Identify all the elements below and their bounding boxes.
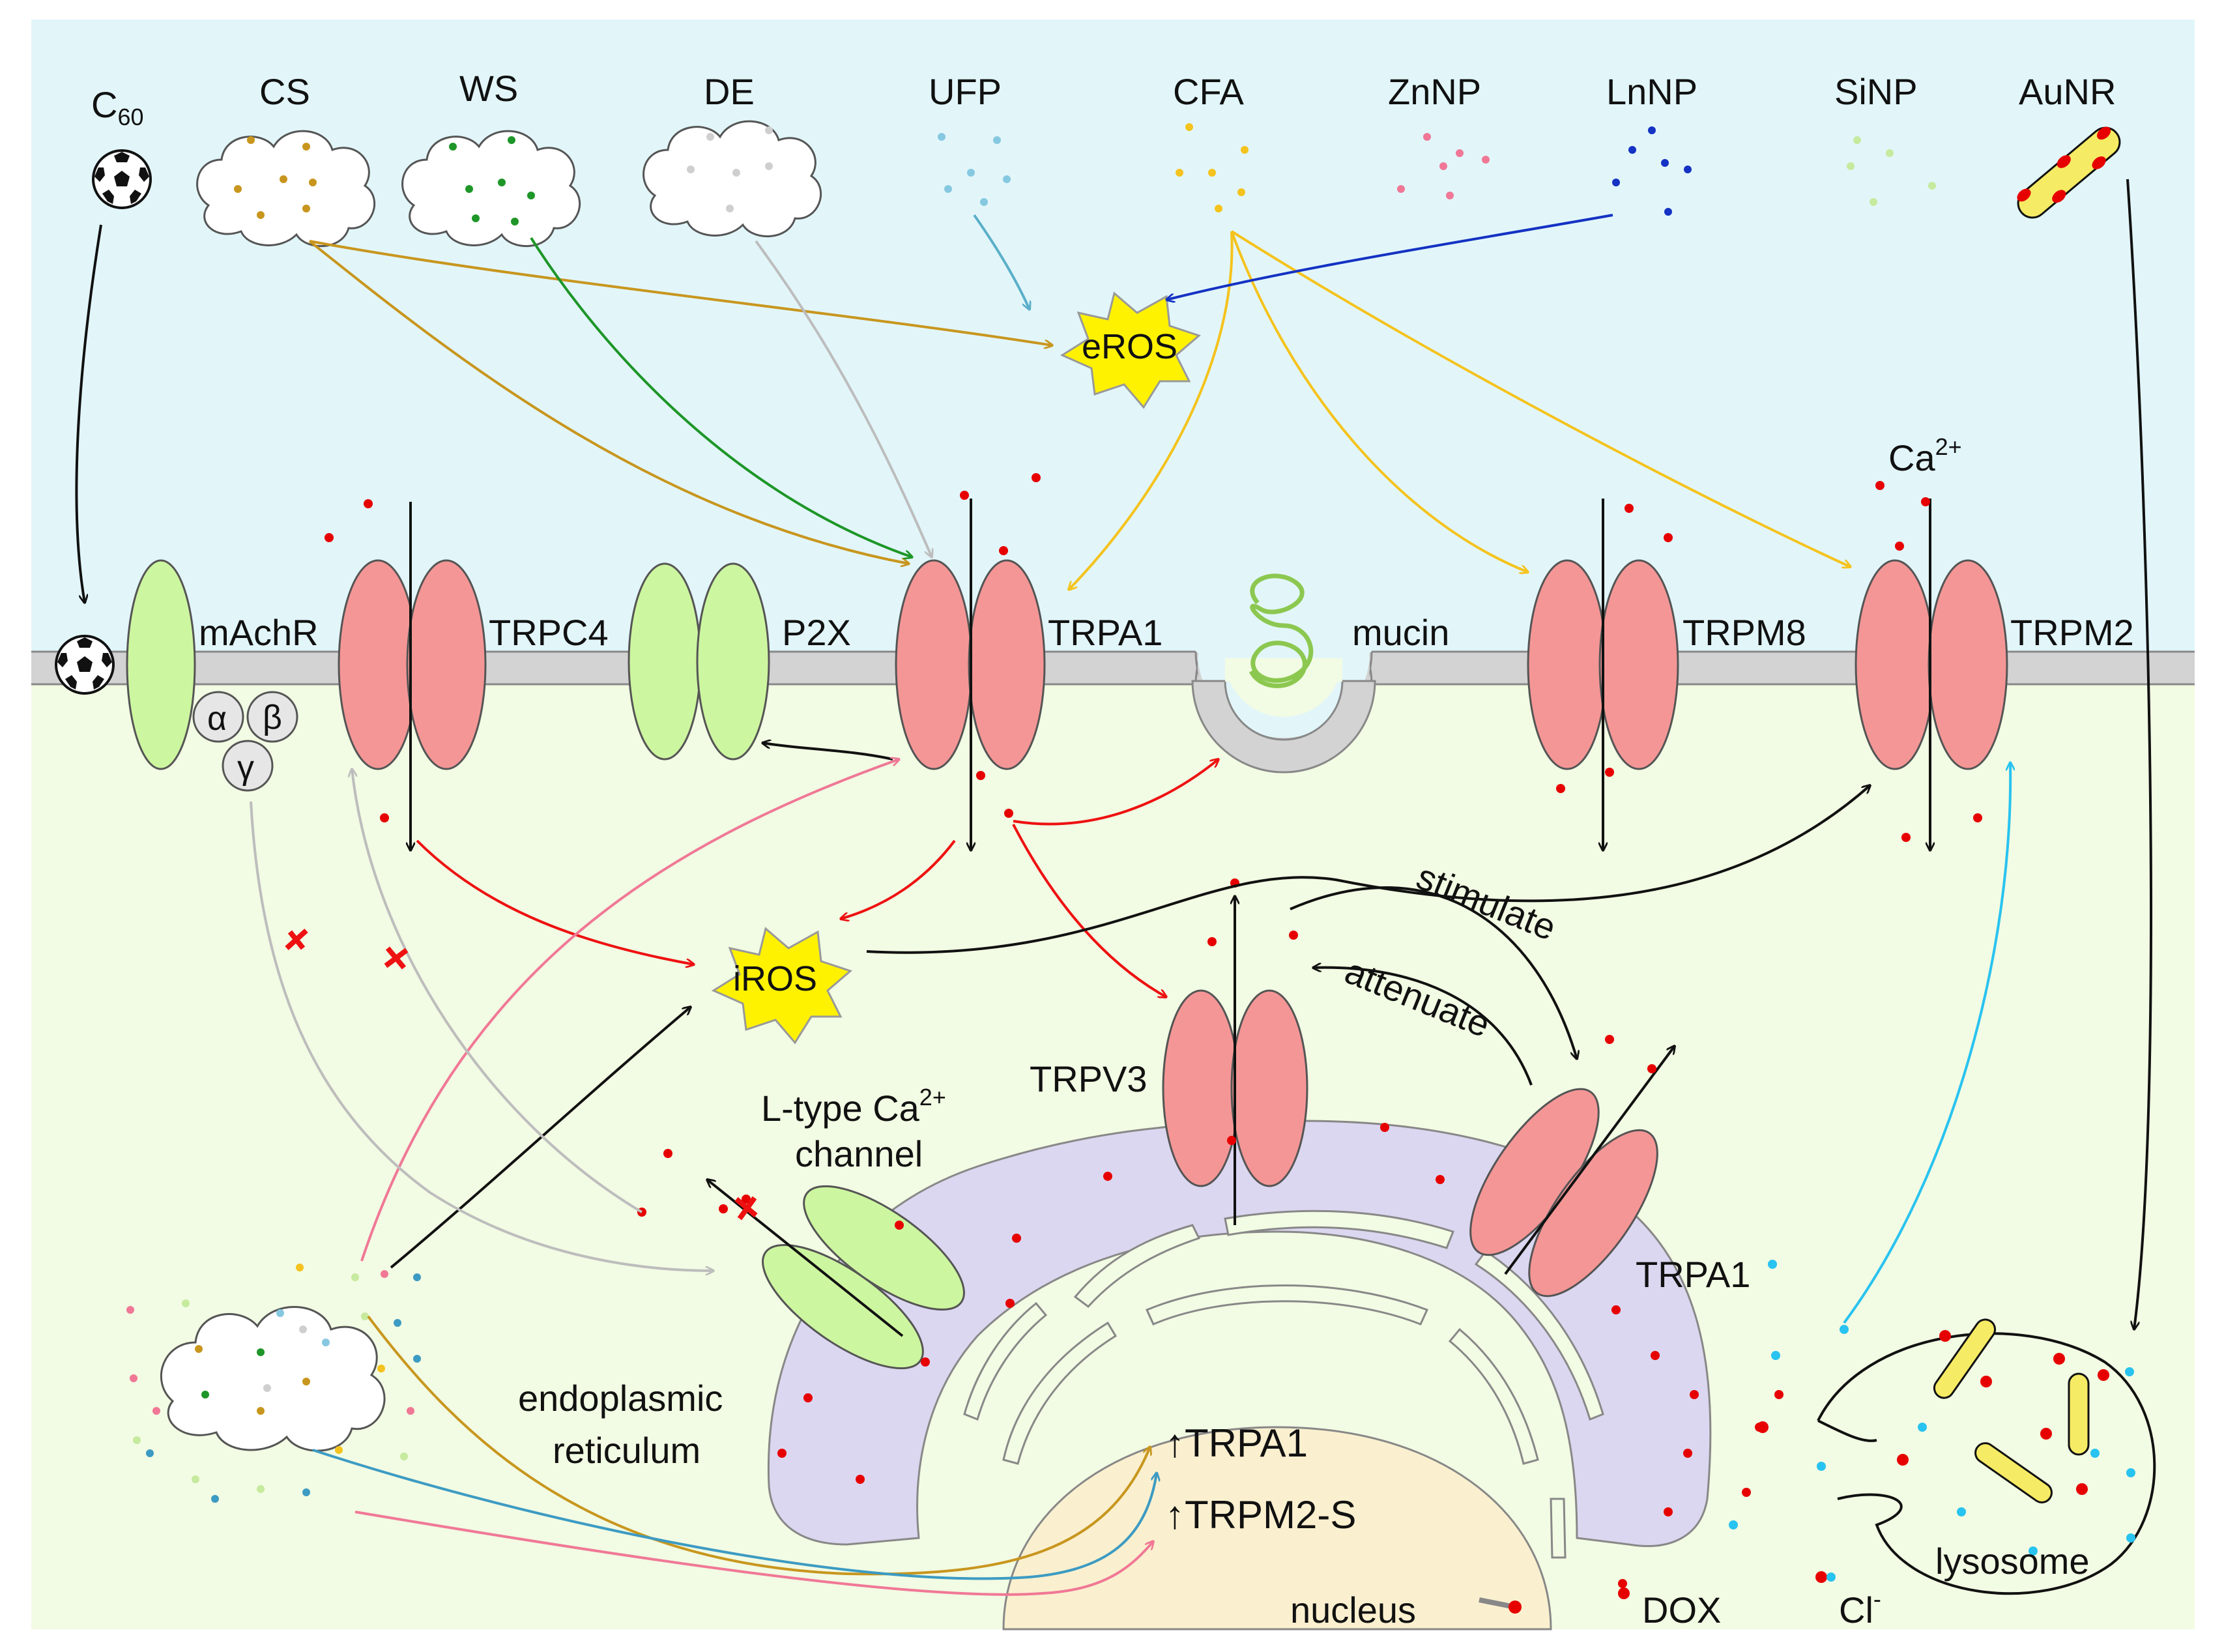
iros-label: iROS — [733, 959, 817, 998]
trpa1-membrane-channel — [895, 559, 1046, 770]
cfa-to-trpm2-arrow — [1230, 230, 1851, 567]
nucleus-body — [1002, 1426, 1552, 1630]
mucin-label: mucin — [1352, 612, 1449, 653]
trpc4-label: TRPC4 — [489, 612, 609, 653]
sinp-label: SiNP — [1834, 71, 1918, 112]
cs-to-eros-arrow — [309, 240, 1052, 345]
cs-to-trpa1-arrow — [308, 240, 909, 564]
cl-to-trpm2-arrow — [1843, 762, 2010, 1324]
cs-label: CS — [259, 71, 310, 112]
attenuate-arrow — [1313, 968, 1533, 1086]
cfa-to-trpm8-arrow — [1230, 231, 1528, 572]
trpa1-membrane-label: TRPA1 — [1048, 612, 1163, 653]
trpv3-label: TRPV3 — [1030, 1058, 1148, 1099]
stimulate-arrow — [1290, 886, 1577, 1059]
gprotein-to-ltype-arrow — [250, 801, 714, 1271]
iros-star — [711, 927, 852, 1045]
aunr-rods — [1933, 126, 2121, 1503]
trpm2-channel — [1855, 559, 2008, 770]
chloride-ions — [1729, 1260, 2135, 1582]
ws-label: WS — [459, 68, 518, 109]
c60-binding-arrow — [75, 224, 102, 603]
cloud-to-trpa1-pink-arrow — [360, 759, 899, 1262]
ws-to-trpa1-arrow — [530, 237, 912, 557]
l-type-calcium-channel — [762, 1185, 965, 1370]
lysosome-label: lysosome — [1935, 1541, 2090, 1582]
cloud-to-trpa1-expr-arrow — [367, 1315, 1150, 1576]
cloud-to-trpm2s-pink-arrow — [354, 1511, 1153, 1596]
p2x-label: P2X — [782, 612, 851, 653]
nucleus-label: nucleus — [1290, 1589, 1416, 1630]
c60-label: C60 — [91, 84, 144, 130]
machr-receptor — [126, 559, 196, 770]
trpa1-to-p2x-arrow — [762, 743, 893, 761]
er-cisternae — [963, 1210, 1604, 1559]
dox-molecules — [1618, 1330, 2109, 1599]
ltype-label-line2: channel — [795, 1133, 923, 1174]
trpm2-label: TRPM2 — [2010, 612, 2134, 653]
beta-label: β — [263, 699, 282, 736]
trpm8-label: TRPM8 — [1682, 612, 1806, 653]
er-label-line1: endoplasmic — [518, 1378, 723, 1419]
c60-bound-icon — [55, 635, 115, 695]
ltype-label-line1: L-type Ca2+ — [761, 1084, 946, 1129]
ufp-label: UFP — [929, 71, 1002, 112]
trpa1-er-channel — [1469, 1088, 1658, 1297]
lnnp-label: LnNP — [1606, 71, 1697, 112]
machr-label: mAchR — [199, 612, 319, 653]
ufp-to-eros-arrow — [973, 214, 1030, 310]
cloud-to-iros-arrow — [390, 1007, 691, 1269]
cfa-label: CFA — [1173, 71, 1245, 112]
particle-dots — [126, 123, 1936, 1503]
eros-label: eROS — [1082, 327, 1177, 366]
alpha-label: α — [207, 700, 227, 738]
znnp-label: ZnNP — [1388, 71, 1481, 112]
c60-fullerene-icon — [92, 149, 152, 209]
chloride-label: Cl- — [1839, 1586, 1881, 1630]
trpv3-channel — [1162, 989, 1308, 1187]
aunr-label: AuNR — [2019, 71, 2116, 112]
mucin-molecule — [1249, 573, 1314, 688]
lnnp-to-eros-arrow — [1166, 214, 1613, 300]
er-label-line2: reticulum — [553, 1430, 700, 1471]
membrane-edges — [31, 650, 2195, 686]
trpa1-to-iros-arrow — [841, 839, 956, 919]
de-label: DE — [704, 71, 755, 112]
trpm8-channel — [1527, 559, 1679, 770]
eros-star — [1060, 291, 1201, 409]
p2x-channel — [628, 562, 770, 761]
trpc4-channel — [338, 559, 487, 770]
trpc4-to-iros-arrow — [416, 839, 694, 964]
up-trpa1-label: ↑TRPA1 — [1165, 1421, 1308, 1465]
trpa1-er-label: TRPA1 — [1636, 1254, 1750, 1295]
calcium-label: Ca2+ — [1888, 433, 1962, 478]
calcium-ions — [325, 473, 1982, 1588]
trpa1-to-mucin-arrow — [1013, 759, 1219, 826]
cloud-to-trpm2s-blue-arrow — [312, 1449, 1157, 1580]
g-protein-subunits — [192, 691, 298, 792]
iros-to-trpm2-arrow — [866, 785, 1870, 954]
de-cloud — [643, 120, 822, 238]
inhibition-marks — [285, 929, 758, 1221]
gamma-label: γ — [237, 749, 254, 787]
ltype-to-trpc4-arrow — [352, 769, 643, 1213]
de-to-trpa1-arrow — [755, 240, 932, 557]
cs-cloud — [196, 130, 376, 248]
aunr-to-lysosome-arrow — [2126, 179, 2153, 1329]
up-trpm2s-label: ↑TRPM2-S — [1165, 1493, 1356, 1537]
dox-label: DOX — [1642, 1589, 1721, 1630]
ws-cloud — [401, 130, 581, 248]
